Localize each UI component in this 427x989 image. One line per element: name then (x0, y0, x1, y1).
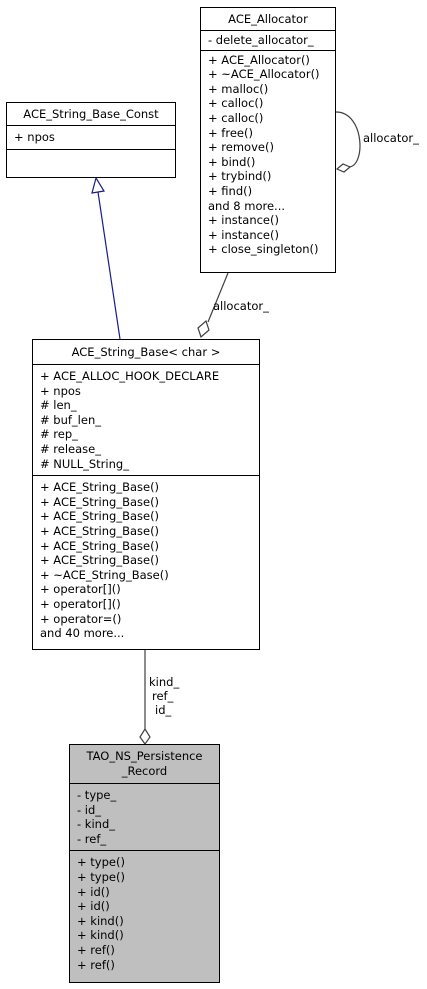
class-ace-string-base-const: ACE_String_Base_Const + npos (6, 102, 176, 178)
method: + calloc() (208, 96, 264, 111)
attribute: - delete_allocator_ (208, 33, 314, 47)
record-edge-label-kind: kind_ (149, 675, 180, 689)
class-name: ACE_String_Base< char > (33, 340, 259, 365)
class-ace-allocator: ACE_Allocator - delete_allocator_ + ACE_… (200, 7, 336, 273)
attribute: # rep_ (40, 427, 78, 442)
method: + type() (77, 855, 125, 870)
attributes-section: - type_ - id_ - kind_ - ref_ (70, 784, 219, 852)
method: + malloc() (208, 81, 269, 96)
attribute: # len_ (40, 398, 77, 413)
method: + trybind() (208, 169, 272, 184)
attribute: + npos (14, 130, 55, 144)
method: + ref() (77, 942, 115, 957)
method: + id() (77, 884, 110, 899)
allocator-self-edge (335, 111, 361, 168)
allocator-usage-edge (207, 272, 229, 323)
attribute: # release_ (40, 441, 101, 456)
methods-section: + type() + type() + id() + id() + kind()… (70, 851, 219, 974)
inheritance-edge (97, 191, 121, 340)
self-edge-label: allocator_ (363, 131, 419, 145)
method: + close_singleton() (208, 242, 319, 257)
method: + ~ACE_String_Base() (40, 567, 169, 582)
attributes-section: - delete_allocator_ (201, 31, 335, 51)
class-name: ACE_String_Base_Const (7, 103, 175, 126)
attribute: - id_ (77, 802, 102, 817)
method: + free() (208, 125, 253, 140)
method: + ACE_String_Base() (40, 553, 160, 568)
method: + ACE_String_Base() (40, 523, 160, 538)
method: + type() (77, 869, 125, 884)
more-methods: and 8 more... (208, 198, 286, 213)
record-usage-diamond (139, 727, 151, 746)
method: + calloc() (208, 110, 264, 125)
method: + ACE_String_Base() (40, 480, 160, 495)
class-tao-ns-persistence-record: TAO_NS_Persistence _Record - type_ - id_… (69, 744, 220, 983)
method: + remove() (208, 140, 274, 155)
attribute: - kind_ (77, 817, 115, 832)
class-name: TAO_NS_Persistence _Record (70, 745, 219, 784)
record-edge-label-ref: ref_ (152, 689, 174, 703)
class-name: ACE_Allocator (201, 8, 335, 31)
class-ace-string-base: ACE_String_Base< char > + ACE_ALLOC_HOOK… (32, 339, 260, 650)
method: + operator=() (40, 611, 122, 626)
methods-section: + ACE_Allocator() + ~ACE_Allocator() + m… (201, 51, 335, 259)
method: + instance() (208, 213, 279, 228)
attribute: + npos (40, 383, 81, 398)
method: + ref() (77, 957, 115, 972)
method: + ACE_String_Base() (40, 509, 160, 524)
method: + operator[]() (40, 596, 121, 611)
method: + bind() (208, 154, 256, 169)
attribute: + ACE_ALLOC_HOOK_DECLARE (40, 369, 220, 383)
attribute: # NULL_String_ (40, 456, 129, 471)
method: + ACE_String_Base() (40, 538, 160, 553)
method: + id() (77, 899, 110, 914)
attribute: # buf_len_ (40, 412, 101, 427)
attributes-section: + npos (7, 126, 175, 150)
method: + kind() (77, 928, 124, 943)
method: + find() (208, 183, 253, 198)
allocator-edge-label: allocator_ (213, 299, 269, 313)
method: + operator[]() (40, 582, 121, 597)
attribute: - ref_ (77, 831, 107, 846)
method: + ~ACE_Allocator() (208, 67, 320, 82)
allocator-self-diamond (335, 163, 352, 173)
class-name-line: TAO_NS_Persistence (86, 749, 203, 763)
methods-section: + ACE_String_Base() + ACE_String_Base() … (33, 476, 259, 643)
inheritance-arrowhead (91, 176, 105, 194)
allocator-usage-diamond (197, 319, 210, 339)
method: + ACE_Allocator() (208, 52, 310, 67)
method: + ACE_String_Base() (40, 494, 160, 509)
record-edge-label-id: id_ (155, 703, 172, 717)
method: + instance() (208, 227, 279, 242)
methods-section (7, 150, 175, 154)
attribute: - type_ (77, 788, 117, 802)
class-name-line: _Record (121, 764, 168, 778)
method: + kind() (77, 913, 124, 928)
attributes-section: + ACE_ALLOC_HOOK_DECLARE + npos # len_ #… (33, 365, 259, 477)
more-methods: and 40 more... (40, 626, 125, 641)
